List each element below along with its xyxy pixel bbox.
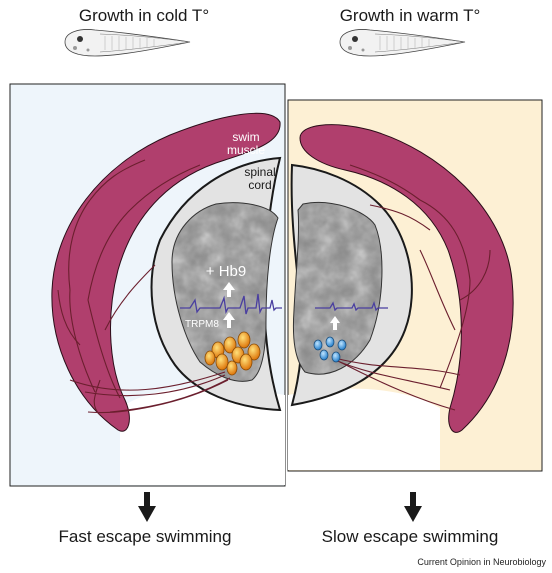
swim-muscle-label-2: muscle [227, 143, 265, 157]
hb9-label: + Hb9 [206, 263, 246, 280]
up-arrow-icon [223, 282, 235, 328]
activity-trace-right [315, 300, 388, 312]
swim-muscle-label-1: swim [232, 130, 259, 144]
spinal-cord-label-2: cord [248, 178, 271, 192]
down-arrow-icon [404, 492, 422, 522]
caption-slow: Slow escape swimming [321, 527, 499, 546]
swim-muscle-right [299, 124, 514, 433]
tadpole-icon [339, 29, 466, 57]
ventral-area [120, 387, 285, 485]
up-arrow-icon [330, 316, 340, 330]
activity-trace-left [180, 293, 282, 315]
down-arrow-icon [138, 492, 156, 522]
trpm8-label: TRPM8 [185, 319, 219, 330]
tadpole-icon [64, 29, 191, 57]
motor-axons-right [334, 164, 491, 411]
motor-axons-left [57, 159, 231, 416]
motor-neurons-cold [204, 331, 261, 376]
motor-neurons-warm [313, 336, 347, 363]
journal-credit: Current Opinion in Neurobiology [417, 557, 546, 567]
title-warm: Growth in warm T° [339, 6, 481, 25]
caption-fast: Fast escape swimming [58, 527, 232, 546]
swim-muscle-left [51, 112, 281, 432]
title-cold: Growth in cold T° [78, 6, 210, 25]
spinal-cord-label-1: spinal [244, 165, 275, 179]
ventral-area-warm [288, 388, 440, 470]
